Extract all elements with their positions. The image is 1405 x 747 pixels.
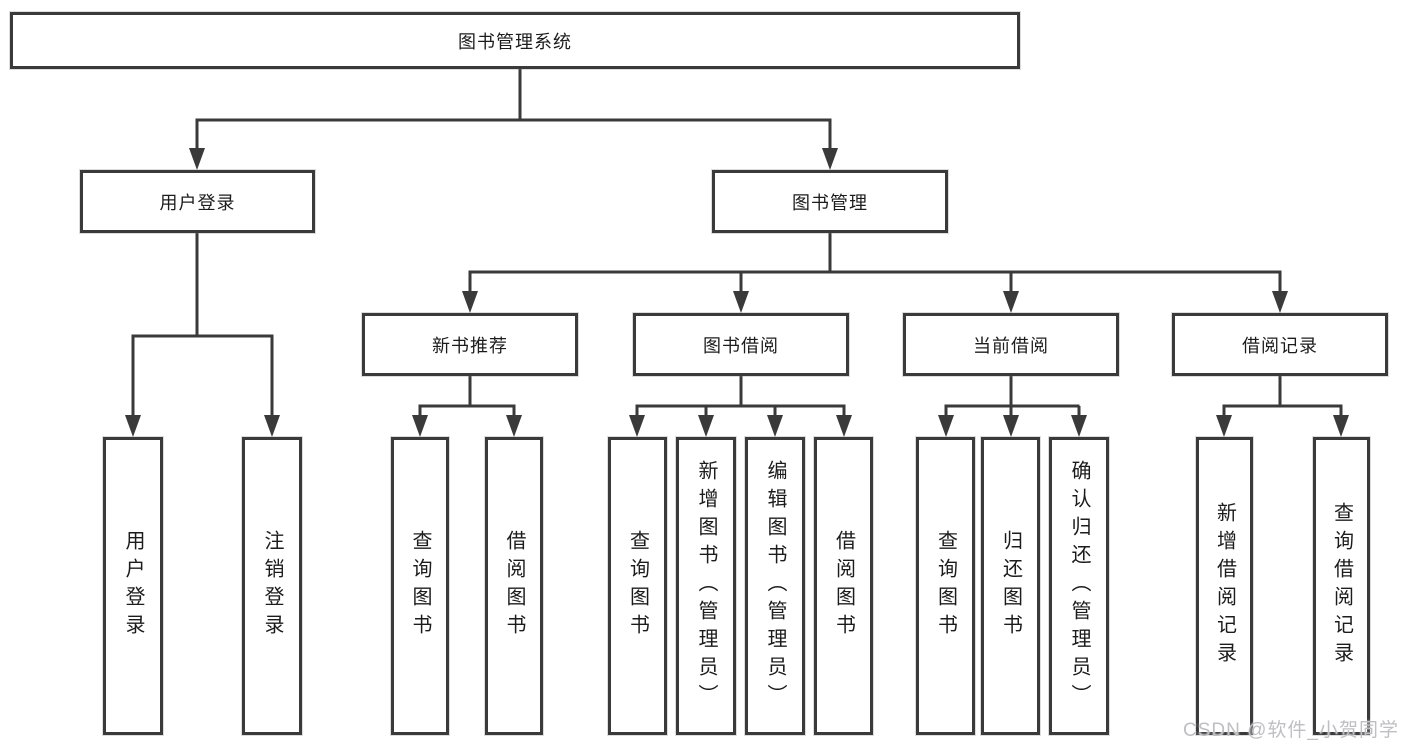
leaf-edit-book-admin: 编辑图书（管理员） — [745, 437, 805, 735]
leaf-query-books-3-label: 查询图书 — [934, 530, 957, 642]
connector-book-mgmt-to-level3 — [468, 233, 1282, 293]
connector-current-borrow-to-leaves — [944, 376, 1081, 417]
leaf-add-borrow-record: 新增借阅记录 — [1196, 437, 1253, 735]
csdn-watermark: CSDN @软件_小贺同学 — [1183, 720, 1399, 741]
connector-book-borrow-to-leaves — [635, 376, 846, 417]
node-current-borrow: 当前借阅 — [903, 313, 1119, 376]
node-root: 图书管理系统 — [10, 12, 1020, 69]
node-book-mgmt-label: 图书管理 — [792, 192, 868, 213]
leaf-borrow-books-2: 借阅图书 — [814, 437, 873, 735]
node-current-borrow-label: 当前借阅 — [973, 335, 1049, 356]
leaf-confirm-return-admin: 确认归还（管理员） — [1049, 437, 1109, 735]
node-user-login: 用户登录 — [80, 170, 315, 233]
node-user-login-label: 用户登录 — [159, 192, 236, 213]
leaf-borrow-books-1-label: 借阅图书 — [503, 530, 525, 642]
leaf-query-books-1-label: 查询图书 — [409, 530, 431, 642]
leaf-query-books-3: 查询图书 — [916, 437, 975, 735]
arrowheads — [125, 148, 1349, 437]
node-root-label: 图书管理系统 — [458, 31, 572, 52]
leaf-query-books-2-label: 查询图书 — [626, 530, 649, 642]
leaf-return-books-label: 归还图书 — [999, 530, 1022, 642]
connector-new-book-to-leaves — [418, 376, 516, 417]
leaf-confirm-return-admin-label: 确认归还（管理员） — [1068, 460, 1090, 712]
leaf-user-login: 用户登录 — [103, 437, 163, 735]
node-borrow-records: 借阅记录 — [1172, 313, 1388, 376]
leaf-query-borrow-record: 查询借阅记录 — [1313, 437, 1370, 735]
leaf-edit-book-admin-label: 编辑图书（管理员） — [764, 460, 786, 712]
leaf-add-book-admin-label: 新增图书（管理员） — [695, 460, 717, 712]
leaf-borrow-books-2-label: 借阅图书 — [832, 530, 855, 642]
leaf-borrow-books-1: 借阅图书 — [485, 437, 543, 735]
leaf-logout-label: 注销登录 — [261, 530, 283, 642]
connector-borrow-records-to-leaves — [1222, 376, 1343, 417]
node-book-mgmt: 图书管理 — [712, 170, 948, 233]
leaf-return-books: 归还图书 — [981, 437, 1040, 735]
leaf-query-books-2: 查询图书 — [608, 437, 667, 735]
leaf-query-borrow-record-label: 查询借阅记录 — [1330, 502, 1353, 670]
node-borrow-records-label: 借阅记录 — [1242, 335, 1318, 356]
node-new-book-recommend-label: 新书推荐 — [432, 335, 508, 356]
connector-user-login-to-leaves — [131, 233, 274, 417]
node-new-book-recommend: 新书推荐 — [362, 313, 578, 376]
leaf-add-book-admin: 新增图书（管理员） — [676, 437, 736, 735]
leaf-query-books-1: 查询图书 — [391, 437, 449, 735]
leaf-user-login-label: 用户登录 — [122, 530, 144, 642]
node-book-borrow: 图书借阅 — [633, 313, 849, 376]
node-book-borrow-label: 图书借阅 — [703, 335, 779, 356]
leaf-logout: 注销登录 — [242, 437, 302, 735]
connector-root-to-level2 — [195, 69, 832, 150]
leaf-add-borrow-record-label: 新增借阅记录 — [1213, 502, 1236, 670]
